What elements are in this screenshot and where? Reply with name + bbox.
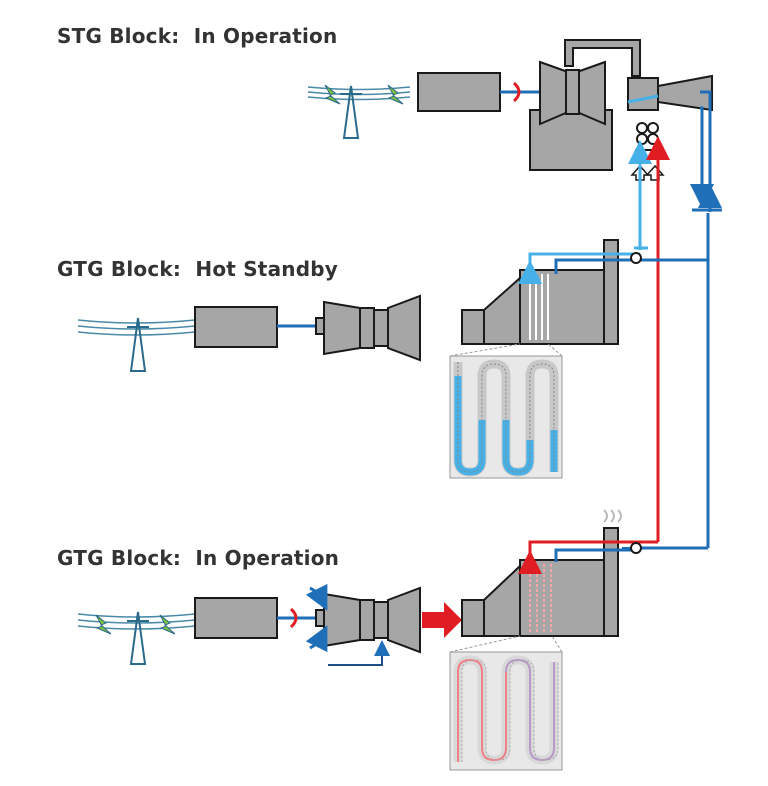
- standby-tube-inset: [449, 355, 563, 479]
- generator-icon: [417, 72, 501, 112]
- turbine-icon: [627, 74, 713, 112]
- steam-header-pipes: [628, 136, 708, 550]
- stg-block-title: STG Block: In Operation: [57, 24, 338, 48]
- operating-tube-inset: [449, 651, 563, 771]
- stack-plume: [603, 509, 622, 523]
- gas-turbine-icon: [315, 294, 421, 362]
- lightning-bolt-icon: [159, 614, 176, 635]
- generator-icon: [194, 597, 278, 639]
- coupling-icon: [289, 607, 298, 629]
- gtg-standby-block: [77, 239, 642, 479]
- hrsg-tubes: [529, 274, 549, 340]
- transmission-tower-icon: [127, 611, 149, 665]
- exhaust-flow-arrow: [422, 602, 462, 638]
- hrsg-icon: [461, 527, 619, 637]
- steam-turbine-icon: [529, 39, 641, 171]
- transmission-tower-icon: [127, 317, 149, 372]
- lightning-bolt-icon: [324, 84, 341, 105]
- gtg-operating-block: [77, 509, 658, 771]
- lightning-bolt-icon: [95, 614, 112, 635]
- valve-icon: [630, 252, 642, 264]
- hrsg-tubes: [529, 564, 552, 632]
- coupling-icon: [512, 81, 521, 103]
- hrsg-icon: [461, 239, 619, 345]
- transmission-tower-icon: [340, 85, 362, 139]
- gtg-operation-title: GTG Block: In Operation: [57, 546, 340, 570]
- generator-icon: [194, 306, 278, 348]
- lightning-bolt-icon: [387, 84, 404, 105]
- gtg-standby-title: GTG Block: Hot Standby: [57, 257, 338, 281]
- valve-icon: [630, 542, 642, 554]
- valve-icon: [636, 122, 659, 145]
- gas-turbine-icon: [315, 586, 421, 654]
